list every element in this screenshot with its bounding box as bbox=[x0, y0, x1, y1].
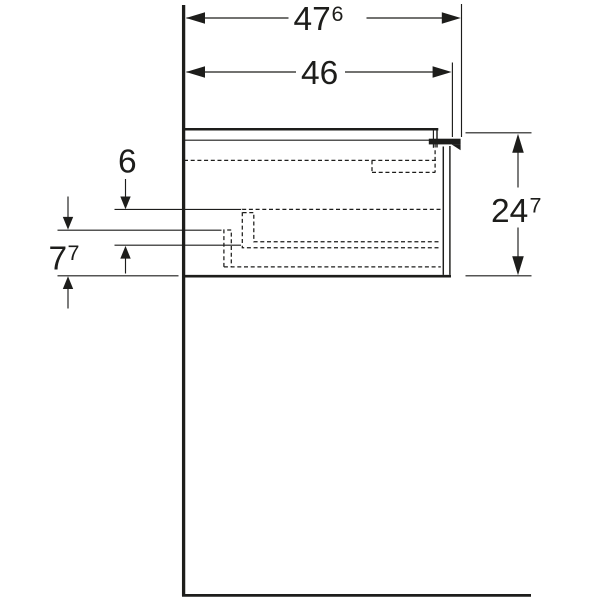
dim-left-lower-sup: 7 bbox=[68, 241, 80, 265]
dim-top-inner-value: 46 bbox=[301, 55, 338, 92]
drawer-outer-hidden-outline bbox=[241, 208, 441, 249]
arrowhead bbox=[120, 196, 131, 210]
hidden-edges bbox=[184, 143, 441, 268]
dim-top-outer-sup: 6 bbox=[332, 2, 344, 26]
arrowhead bbox=[512, 133, 524, 153]
leader-lines bbox=[57, 208, 241, 277]
cabinet-outline bbox=[183, 128, 451, 278]
front-recess-hidden-line bbox=[371, 143, 436, 174]
dimension-top-inner: 46 bbox=[186, 55, 453, 137]
arrowhead bbox=[186, 12, 205, 24]
handle-profile bbox=[428, 138, 461, 151]
dim-left-upper-value: 6 bbox=[118, 144, 137, 181]
arrowhead bbox=[62, 216, 74, 230]
arrowhead bbox=[512, 256, 524, 276]
dim-top-outer-value: 47 bbox=[294, 1, 331, 38]
handle-lip bbox=[451, 144, 461, 151]
drawer-inner-hidden-outline bbox=[242, 211, 441, 243]
dim-right-height-value: 24 bbox=[491, 193, 528, 230]
arrowhead bbox=[432, 66, 452, 78]
arrowhead bbox=[120, 245, 131, 259]
dimension-left-lower: 7 7 bbox=[49, 196, 80, 309]
dim-left-lower-value: 7 bbox=[49, 241, 68, 278]
siphon-cutout-hidden-outline bbox=[223, 229, 232, 267]
arrowhead bbox=[186, 66, 205, 78]
dimension-top-outer: 47 6 bbox=[186, 1, 463, 137]
dimension-right-height: 24 7 bbox=[465, 132, 542, 277]
arrowhead bbox=[441, 12, 461, 24]
arrowhead bbox=[62, 276, 74, 289]
dimension-left-upper: 6 bbox=[118, 144, 137, 274]
dim-right-height-sup: 7 bbox=[530, 193, 542, 217]
